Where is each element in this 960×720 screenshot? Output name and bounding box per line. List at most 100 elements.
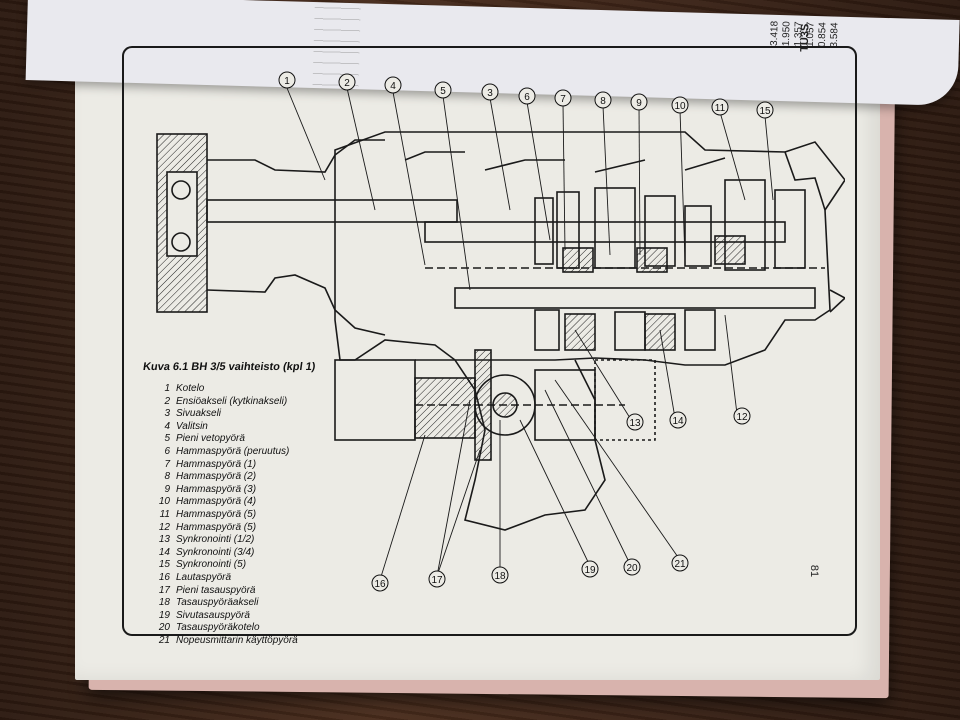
gear-block	[614, 311, 646, 351]
svg-text:9: 9	[636, 98, 642, 109]
tail-housing	[829, 289, 845, 313]
housing-outline	[207, 139, 385, 173]
callout-14: 14	[669, 411, 687, 429]
callout-18: 18	[491, 566, 509, 584]
gear-block	[774, 189, 806, 269]
previous-page-ratios: 3.418 1.950 1.357 1.057 0.854 3.584	[769, 21, 842, 48]
gear-block	[594, 187, 636, 269]
synchronizer	[714, 235, 746, 265]
callout-9: 9	[630, 93, 648, 111]
gearbox-casing	[334, 131, 831, 366]
svg-text:3: 3	[487, 88, 493, 99]
callout-8: 8	[594, 91, 612, 109]
svg-text:5: 5	[440, 86, 446, 97]
input-shaft	[206, 199, 458, 223]
housing-outline	[206, 274, 386, 336]
callout-15: 15	[756, 101, 774, 119]
casing-ribs	[404, 151, 726, 173]
synchronizer	[564, 313, 596, 351]
side-housing	[594, 359, 656, 441]
gearbox-cross-section-diagram: 1 2 4 5 3 6 7 8 9 10 11 15 13 14 12 16 1…	[156, 71, 845, 592]
svg-text:14: 14	[672, 416, 684, 427]
svg-text:4: 4	[390, 81, 396, 92]
ratio-value: 1.357	[792, 21, 805, 47]
callout-17: 17	[428, 570, 446, 588]
ratio-value: 0.854	[816, 22, 829, 48]
svg-text:12: 12	[736, 412, 748, 423]
tail-housing	[784, 141, 845, 211]
gear-block	[724, 179, 766, 271]
ratio-value: 1.950	[780, 21, 793, 47]
svg-text:13: 13	[629, 418, 641, 429]
svg-text:21: 21	[674, 559, 686, 570]
callout-20: 20	[623, 558, 641, 576]
svg-text:6: 6	[524, 92, 530, 103]
svg-text:11: 11	[715, 103, 726, 114]
callout-10: 10	[671, 96, 689, 114]
crown-wheel-hub	[414, 377, 476, 439]
figure-caption: Kuva 6.1 BH 3/5 vaihteisto (kpl 1)	[142, 361, 317, 373]
gear-block	[534, 309, 560, 351]
callout-16: 16	[371, 574, 389, 592]
callout-7: 7	[554, 89, 572, 107]
bearing-ball	[171, 232, 191, 252]
svg-text:1: 1	[284, 76, 290, 87]
synchronizer	[636, 247, 668, 273]
svg-text:2: 2	[344, 78, 350, 89]
callout-6: 6	[518, 87, 536, 105]
ratio-value: 1.057	[804, 21, 817, 48]
callout-1: 1	[278, 71, 296, 89]
callout-5: 5	[434, 81, 452, 99]
primary-shaft	[424, 221, 786, 243]
callout-2: 2	[338, 73, 356, 91]
gear-block	[534, 197, 554, 265]
svg-text:8: 8	[600, 96, 606, 107]
gear-block	[684, 205, 712, 267]
synchronizer	[644, 313, 676, 351]
svg-text:7: 7	[560, 94, 566, 105]
callout-11: 11	[711, 98, 729, 116]
callout-12: 12	[733, 407, 751, 425]
callout-3: 3	[481, 83, 499, 101]
svg-text:15: 15	[759, 106, 771, 117]
secondary-shaft	[454, 287, 816, 309]
svg-text:16: 16	[374, 579, 386, 590]
svg-text:17: 17	[431, 575, 443, 586]
bearing-ball	[171, 180, 191, 200]
svg-text:20: 20	[626, 563, 638, 574]
page-number: 81	[808, 564, 821, 578]
callout-4: 4	[384, 76, 402, 94]
callout-21: 21	[671, 554, 689, 572]
svg-text:19: 19	[584, 565, 596, 576]
callout-19: 19	[581, 560, 599, 578]
ratio-value: 3.584	[828, 22, 841, 48]
svg-text:10: 10	[674, 101, 686, 112]
figure-frame	[122, 46, 857, 636]
gear-block	[684, 309, 716, 351]
ratio-value: 3.418	[768, 20, 781, 47]
svg-text:18: 18	[494, 571, 506, 582]
callout-13: 13	[626, 413, 644, 431]
